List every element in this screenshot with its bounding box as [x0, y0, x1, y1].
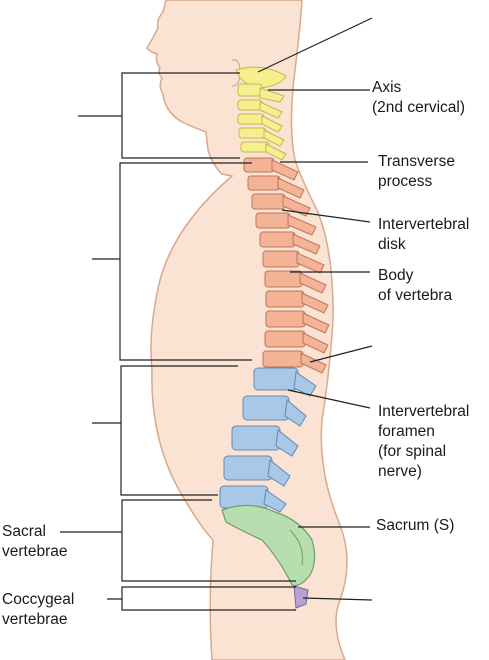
label-transverse-process: Transverse process [378, 152, 455, 192]
body-silhouette [147, 0, 347, 660]
label-intervertebral-disk: Intervertebral disk [378, 215, 469, 255]
label-axis-line1: Axis [372, 78, 465, 98]
label-body-line1: Body [378, 266, 452, 286]
label-foramen-line4: nerve) [378, 462, 469, 482]
label-sacral-line1: Sacral [2, 522, 67, 542]
label-coccygeal-line1: Coccygeal [2, 590, 74, 610]
label-sacral-vertebrae: Sacral vertebrae [2, 522, 67, 562]
label-coccygeal-vertebrae: Coccygeal vertebrae [2, 590, 74, 630]
label-body-line2: of vertebra [378, 286, 452, 306]
label-transverse-line2: process [378, 172, 455, 192]
label-foramen-line3: (for spinal [378, 442, 469, 462]
label-foramen-line2: foramen [378, 422, 469, 442]
label-sacrum-line1: Sacrum (S) [376, 516, 454, 536]
label-intervertebral-foramen: Intervertebral foramen (for spinal nerve… [378, 402, 469, 482]
label-disk-line1: Intervertebral [378, 215, 469, 235]
label-sacrum: Sacrum (S) [376, 516, 454, 536]
label-transverse-line1: Transverse [378, 152, 455, 172]
label-disk-line2: disk [378, 235, 469, 255]
label-axis-line2: (2nd cervical) [372, 98, 465, 118]
label-coccygeal-line2: vertebrae [2, 610, 74, 630]
label-axis: Axis (2nd cervical) [372, 78, 465, 118]
label-body-of-vertebra: Body of vertebra [378, 266, 452, 306]
label-foramen-line1: Intervertebral [378, 402, 469, 422]
label-sacral-line2: vertebrae [2, 542, 67, 562]
